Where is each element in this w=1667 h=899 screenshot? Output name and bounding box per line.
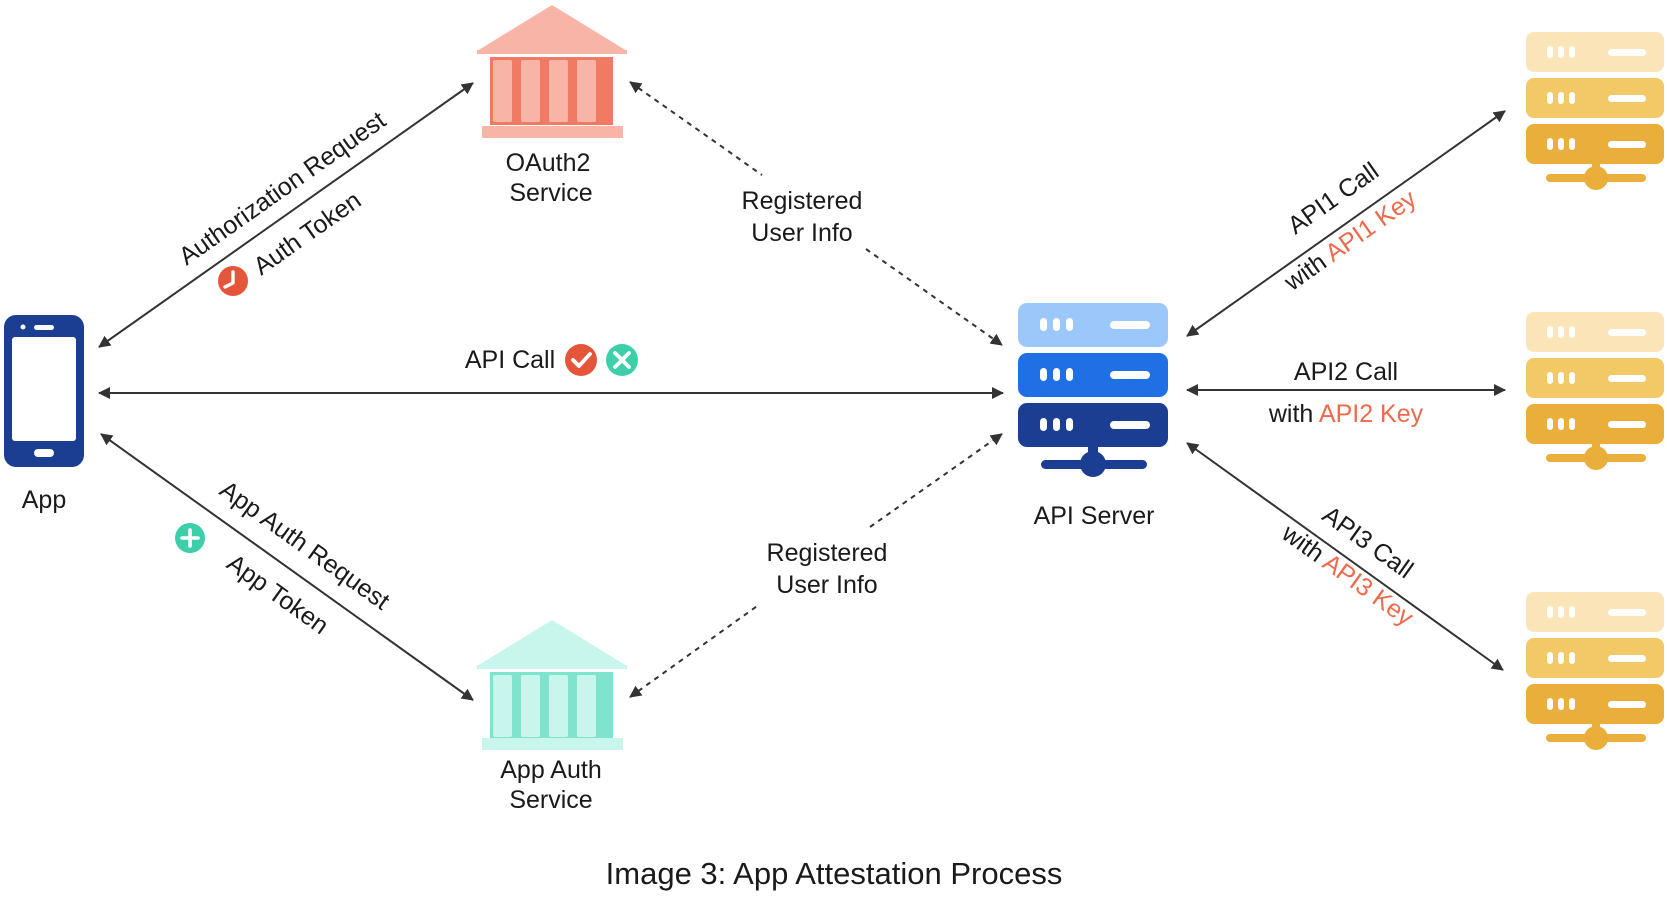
arrow-server-api1 (1186, 110, 1506, 337)
dotted-appauth-server-a (629, 603, 761, 698)
arrow-app-oauth (98, 82, 474, 348)
diagram-caption: Image 3: App Attestation Process (606, 856, 1063, 891)
api1-with-text: with (1278, 248, 1331, 297)
arrow-server-api3 (1186, 442, 1504, 671)
arrow-app-appauth (100, 433, 474, 701)
api2-with-text: with (1268, 400, 1313, 428)
dotted-oauth-server-a (629, 81, 763, 176)
app-auth-request-label: App Auth Request (215, 475, 395, 615)
api1-server-icon (1526, 32, 1664, 190)
registered-user-info-top-line1: Registered (742, 187, 863, 215)
oauth-service-icon (477, 5, 627, 138)
app-auth-service-label-line2: Service (509, 786, 592, 814)
registered-user-info-top-line2: User Info (751, 219, 852, 247)
dotted-oauth-server-b (865, 248, 1003, 346)
app-label: App (22, 486, 66, 514)
api2-call-label: API2 Call (1294, 358, 1398, 386)
api-call-invalid-badge (606, 344, 638, 376)
app-token-badge (175, 523, 205, 553)
oauth-service-label-line1: OAuth2 (506, 149, 591, 177)
registered-user-info-bottom-line1: Registered (767, 539, 888, 567)
app-auth-service-icon (477, 620, 627, 750)
api-call-valid-badge (565, 344, 597, 376)
dotted-appauth-server-b (869, 433, 1003, 528)
check-circle-icon (565, 344, 597, 376)
api2-key-text: API2 Key (1319, 400, 1424, 428)
registered-user-info-bottom-line2: User Info (776, 571, 877, 599)
api2-server-icon (1526, 312, 1664, 470)
auth-token-badge (218, 266, 248, 296)
api3-server-icon (1526, 592, 1664, 750)
api-server-label: API Server (1034, 502, 1155, 530)
api-call-label: API Call (465, 346, 555, 374)
app-auth-service-label-line1: App Auth (500, 756, 601, 784)
api-server-icon (1018, 303, 1168, 477)
oauth-service-label-line2: Service (509, 179, 592, 207)
connections (98, 81, 1506, 701)
api2-with-key-label: with API2 Key (1268, 400, 1424, 428)
app-phone-icon (4, 315, 84, 467)
